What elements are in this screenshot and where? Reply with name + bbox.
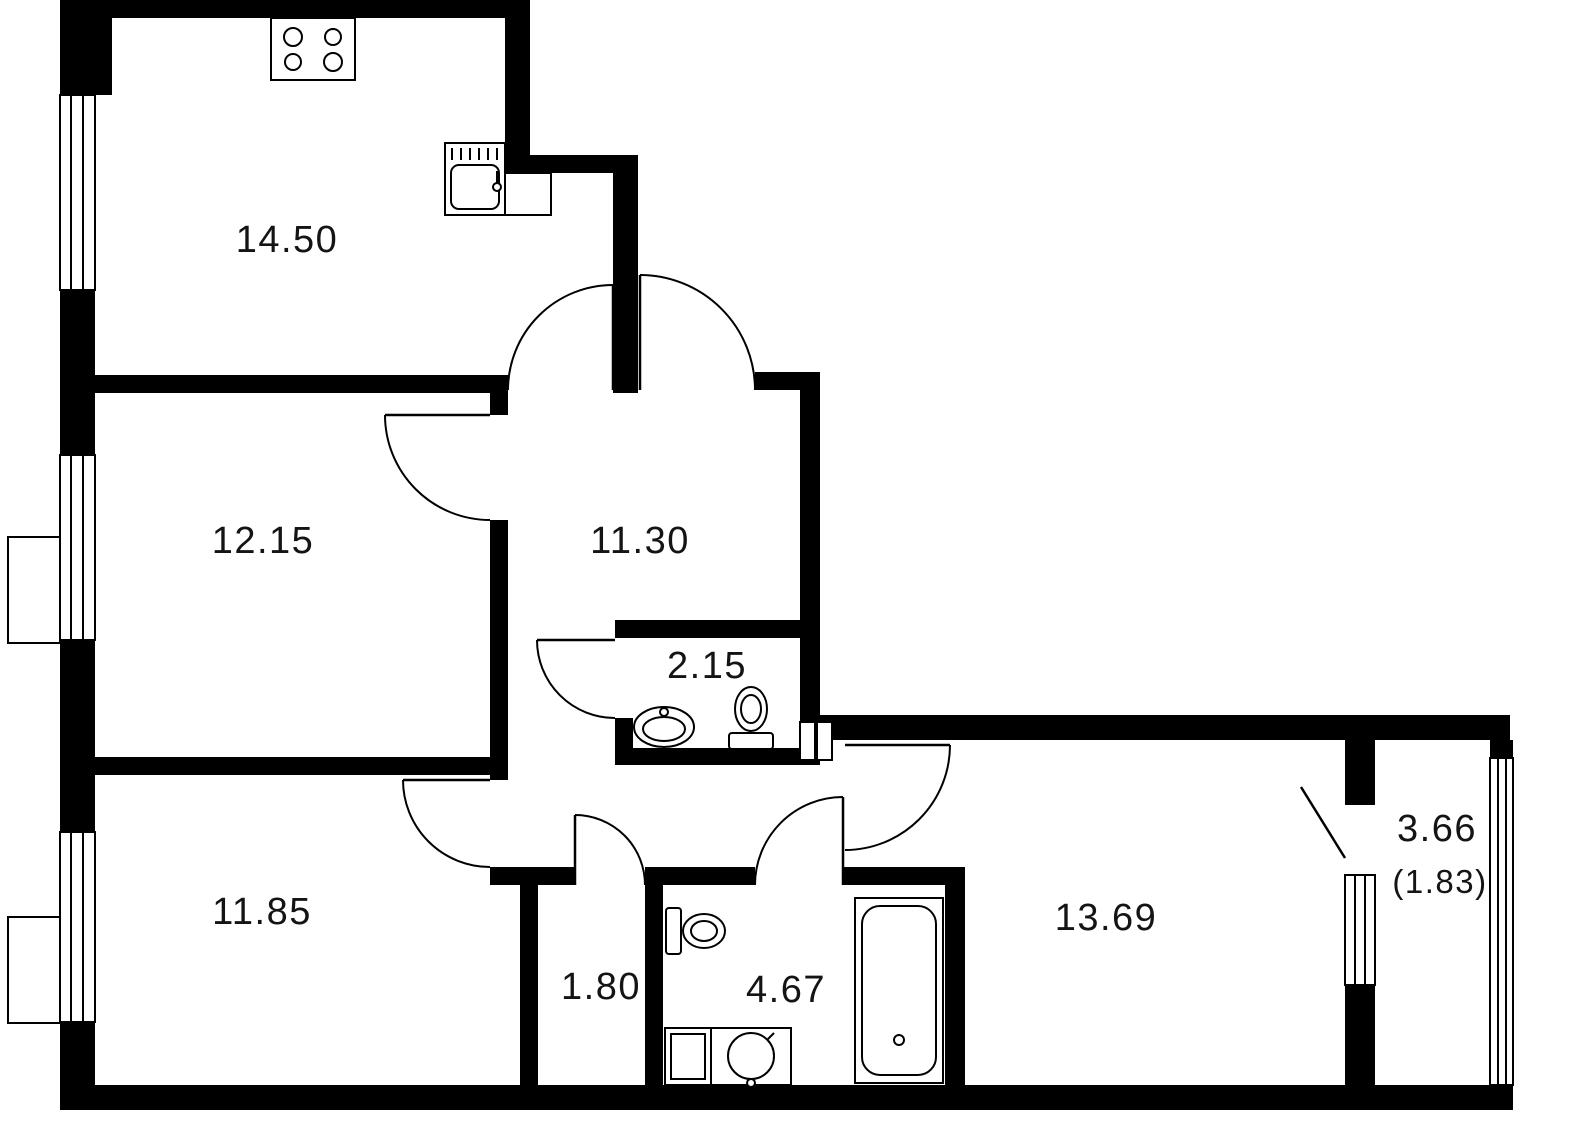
wc-toilet-icon — [728, 686, 774, 750]
door-arc-kitchen — [507, 284, 615, 391]
wall-segment — [800, 390, 820, 765]
walls — [60, 0, 1513, 1110]
wall-segment — [60, 640, 95, 832]
balcony-glazing — [1489, 757, 1514, 1086]
room-label-hallway: 11.30 — [590, 520, 690, 562]
door-arc-entrance — [638, 274, 756, 391]
stove-icon — [270, 17, 356, 81]
wc-sink-icon — [633, 706, 695, 748]
wall-segment — [1345, 740, 1375, 805]
wall-segment — [490, 867, 575, 885]
room-label-kitchen: 14.50 — [236, 219, 339, 261]
wall-segment — [755, 372, 820, 390]
fixtures — [270, 17, 944, 1088]
wall-segment — [820, 715, 1510, 740]
window — [59, 94, 96, 291]
room-label-room-1: 12.15 — [212, 520, 315, 562]
wall-segment — [490, 393, 508, 415]
door-arc-room-3 — [844, 743, 951, 851]
window-sill — [7, 536, 61, 644]
room-label-room-2: 11.85 — [212, 891, 312, 933]
wall-segment — [1490, 740, 1513, 760]
door-arc-corridor — [573, 814, 646, 886]
wall-segment — [645, 885, 663, 1085]
wall-segment — [60, 290, 95, 455]
room-label-bathroom: 4.67 — [746, 969, 826, 1011]
wall-segment — [945, 885, 965, 1085]
bathroom-toilet-icon — [665, 907, 726, 955]
bathtub-icon — [854, 897, 944, 1084]
bathroom-sink-icon — [710, 1027, 792, 1088]
wall-segment — [615, 620, 820, 638]
windows — [7, 94, 1514, 1086]
wall-segment — [505, 0, 530, 155]
wall-segment — [615, 748, 820, 765]
room-label-corridor: 1.80 — [561, 966, 641, 1008]
wall-segment — [613, 173, 638, 393]
window-sill — [7, 916, 61, 1024]
window — [59, 831, 96, 1023]
wall-segment — [645, 867, 755, 885]
vent-shaft-icon — [799, 721, 833, 761]
room-label-balcony: 3.66 — [1397, 808, 1477, 850]
doors — [384, 274, 1347, 886]
wall-segment — [60, 0, 112, 95]
wall-segment — [60, 1085, 1513, 1110]
room-labels: 14.50 12.15 11.30 2.15 11.85 1.80 4.67 1… — [212, 219, 1487, 1011]
wall-segment — [95, 757, 490, 775]
wall-segment — [60, 0, 530, 18]
door-arc-bathroom — [754, 796, 845, 886]
room-label-room-3: 13.69 — [1055, 897, 1158, 939]
balcony-window — [1344, 874, 1376, 986]
wall-segment — [60, 375, 508, 393]
door-arc-room-2 — [402, 778, 491, 868]
door-arc-wc — [536, 638, 616, 719]
wall-segment — [505, 155, 638, 173]
door-arc-room-1 — [384, 413, 491, 521]
wall-segment — [490, 520, 508, 780]
room-label-balcony-secondary: (1.83) — [1392, 863, 1487, 900]
balcony-door-leaf — [1299, 786, 1347, 859]
washing-machine-icon — [664, 1027, 712, 1086]
kitchen-cabinet — [504, 172, 552, 216]
wall-segment — [520, 885, 538, 1085]
kitchen-sink-icon — [444, 142, 506, 216]
wall-segment — [843, 867, 965, 885]
room-label-wc: 2.15 — [667, 645, 747, 687]
wall-segment — [1345, 985, 1375, 1085]
window — [59, 454, 96, 641]
